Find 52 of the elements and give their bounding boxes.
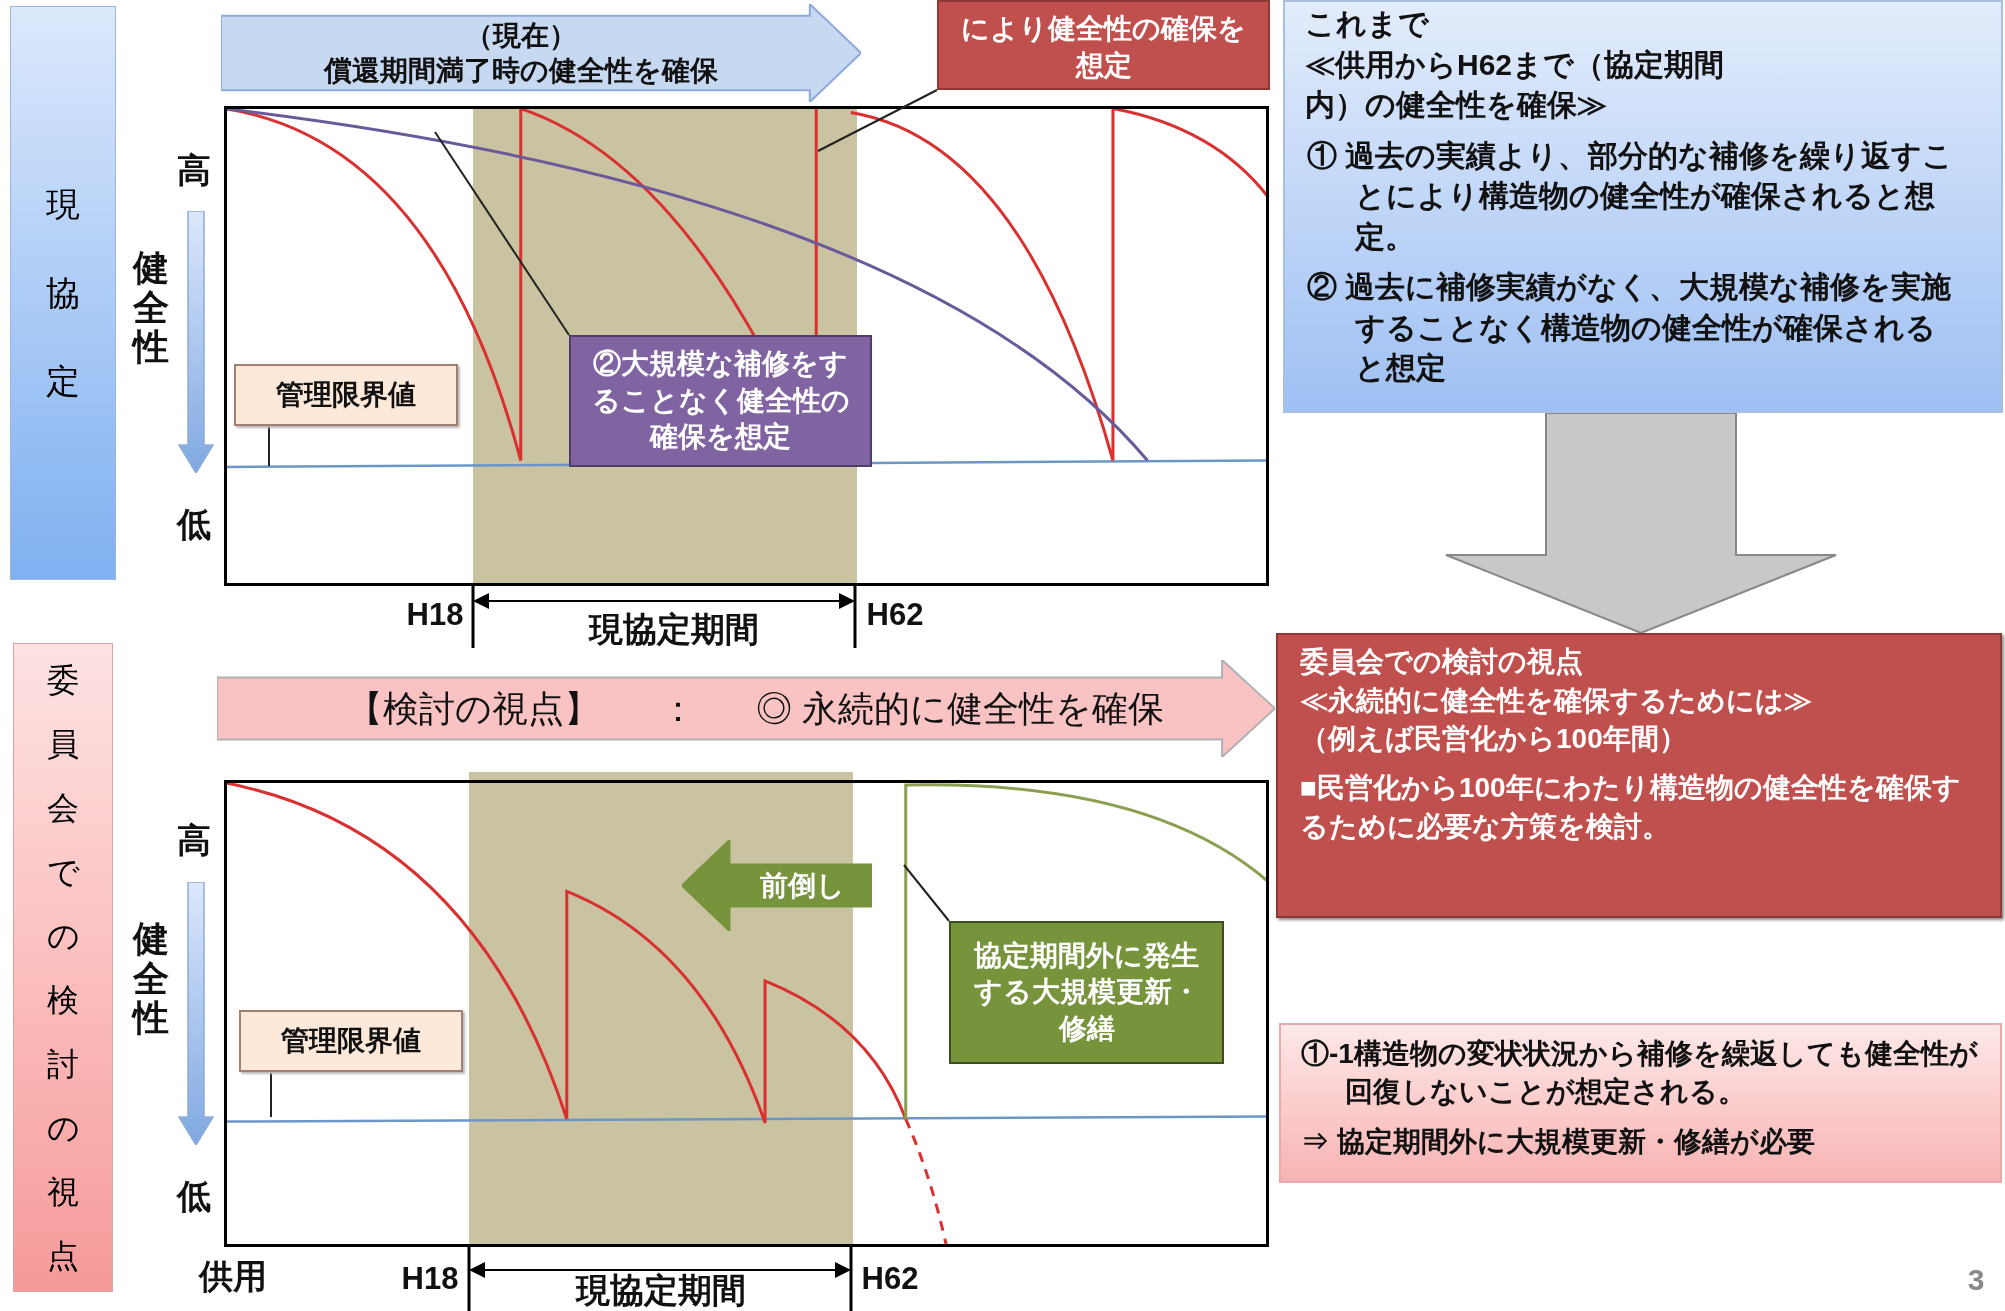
- arrow-subtitle: （現在）: [465, 19, 577, 53]
- box-subheading: ≪供用からH62まで（協定期間内）の健全性を確保≫: [1305, 46, 1726, 123]
- arrow-text: 【検討の視点】: [347, 686, 601, 731]
- vertical-heading: 委員会での検討の視点: [47, 660, 79, 1276]
- box-subheading: ≪永続的に健全性を確保するためには≫: [1300, 683, 1813, 718]
- leader-line: [817, 89, 938, 152]
- limit-line: [224, 1115, 1269, 1123]
- axis-label: H62: [866, 595, 924, 634]
- page-number: 3: [1967, 1261, 1985, 1298]
- vertical-heading: 現協定: [46, 184, 80, 403]
- box-text: 管理限界値: [276, 377, 416, 412]
- box-text: ②大規模な補修をすることなく健全性の確保を想定: [591, 347, 850, 455]
- axis-label: 低: [177, 1175, 211, 1217]
- axis-label: 高: [177, 819, 211, 861]
- box-text: 管理限界値: [281, 1023, 421, 1058]
- axis-label: 健全性: [133, 247, 169, 367]
- note-text: ② 過去に補修実績がなく、大規模な補修を実施することなく構造物の健全性が確保されると想定: [1306, 269, 1953, 386]
- box-heading: 委員会での検討の視点: [1300, 645, 1584, 679]
- label-box: [239, 1010, 463, 1072]
- arrow-text: ：: [660, 686, 697, 731]
- box-text: により健全性の確保を想定: [960, 12, 1247, 83]
- axis-label: 健全性: [133, 918, 169, 1038]
- box-text: 協定期間外に発生する大規模更新・修繕: [972, 938, 1201, 1046]
- axis-label: 高: [177, 149, 211, 191]
- axis-label: H18: [401, 1259, 459, 1298]
- note-text: （例えば民営化から100年間）: [1300, 722, 1688, 757]
- arrow-text: ◎ 永続的に健全性を確保: [756, 686, 1165, 731]
- axis-label: 低: [177, 503, 211, 545]
- axis-label: 現協定期間: [576, 1269, 746, 1311]
- axis-label: 現協定期間: [589, 608, 759, 650]
- leader-line: [270, 1071, 272, 1118]
- note-text: ①-1構造物の変状状況から補修を繰返しても健全性が回復しないことが想定される。: [1301, 1037, 1979, 1109]
- note-text: ⇒ 協定期間外に大規模更新・修繕が必要: [1301, 1124, 1816, 1159]
- section-band: [13, 643, 113, 1292]
- note-text: ① 過去の実績より、部分的な補修を繰り返すことにより構造物の健全性が確保されると想定。: [1306, 137, 1955, 255]
- leader-line: [434, 131, 570, 336]
- leader-line: [903, 864, 950, 922]
- note-panel: [1276, 633, 2002, 918]
- arrow-text: 償還期間満了時の健全性を確保: [324, 54, 718, 88]
- axis-label: H62: [861, 1259, 919, 1298]
- box-heading: これまで: [1305, 6, 1430, 42]
- renewal-curve: [904, 783, 1269, 1120]
- note-panel: [1283, 0, 2003, 413]
- axis-label: H18: [406, 595, 464, 634]
- callout-box: [937, 0, 1270, 90]
- leader-line: [268, 425, 270, 467]
- arrow-text: 前倒し: [759, 869, 845, 901]
- block-arrow: [1445, 412, 1837, 635]
- note-panel: [1279, 1023, 2002, 1183]
- section-band: [10, 6, 116, 580]
- axis-label: 供用: [199, 1255, 267, 1297]
- note-text: ■民営化から100年にわたり構造物の健全性を確保するために必要な方策を検討。: [1300, 770, 1962, 844]
